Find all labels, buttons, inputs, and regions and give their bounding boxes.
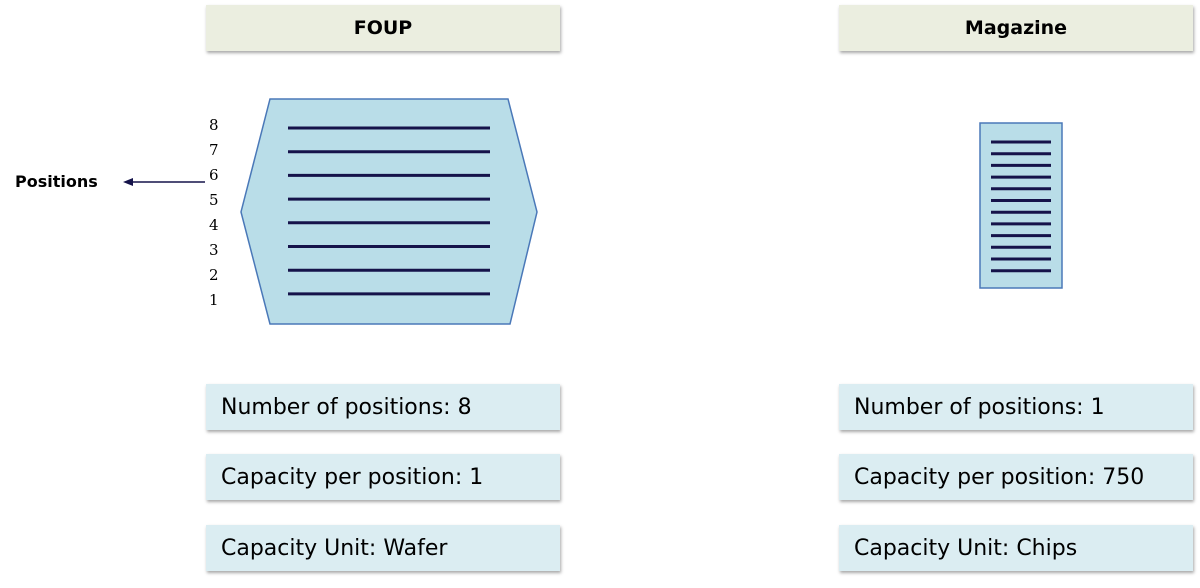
foup-header: FOUP — [206, 5, 560, 51]
position-number: 1 — [209, 291, 219, 309]
magazine-positions-info: Number of positions: 1 — [839, 384, 1193, 430]
magazine-shape — [979, 122, 1063, 289]
magazine-capacity-info: Capacity per position: 750 — [839, 454, 1193, 500]
position-number: 4 — [209, 216, 219, 234]
positions-arrowhead — [123, 178, 133, 186]
positions-label: Positions — [15, 172, 98, 191]
position-number: 8 — [209, 116, 219, 134]
magazine-unit-info: Capacity Unit: Chips — [839, 525, 1193, 571]
foup-capacity-info: Capacity per position: 1 — [206, 454, 560, 500]
position-number: 3 — [209, 241, 219, 259]
magazine-slots — [991, 140, 1051, 273]
position-number: 2 — [209, 266, 219, 284]
position-number: 5 — [209, 191, 219, 209]
position-number: 7 — [209, 141, 219, 159]
foup-positions-info: Number of positions: 8 — [206, 384, 560, 430]
magazine-header: Magazine — [839, 5, 1193, 51]
position-number: 6 — [209, 166, 219, 184]
foup-slots — [288, 126, 490, 296]
foup-unit-info: Capacity Unit: Wafer — [206, 525, 560, 571]
foup-shape — [240, 98, 538, 325]
